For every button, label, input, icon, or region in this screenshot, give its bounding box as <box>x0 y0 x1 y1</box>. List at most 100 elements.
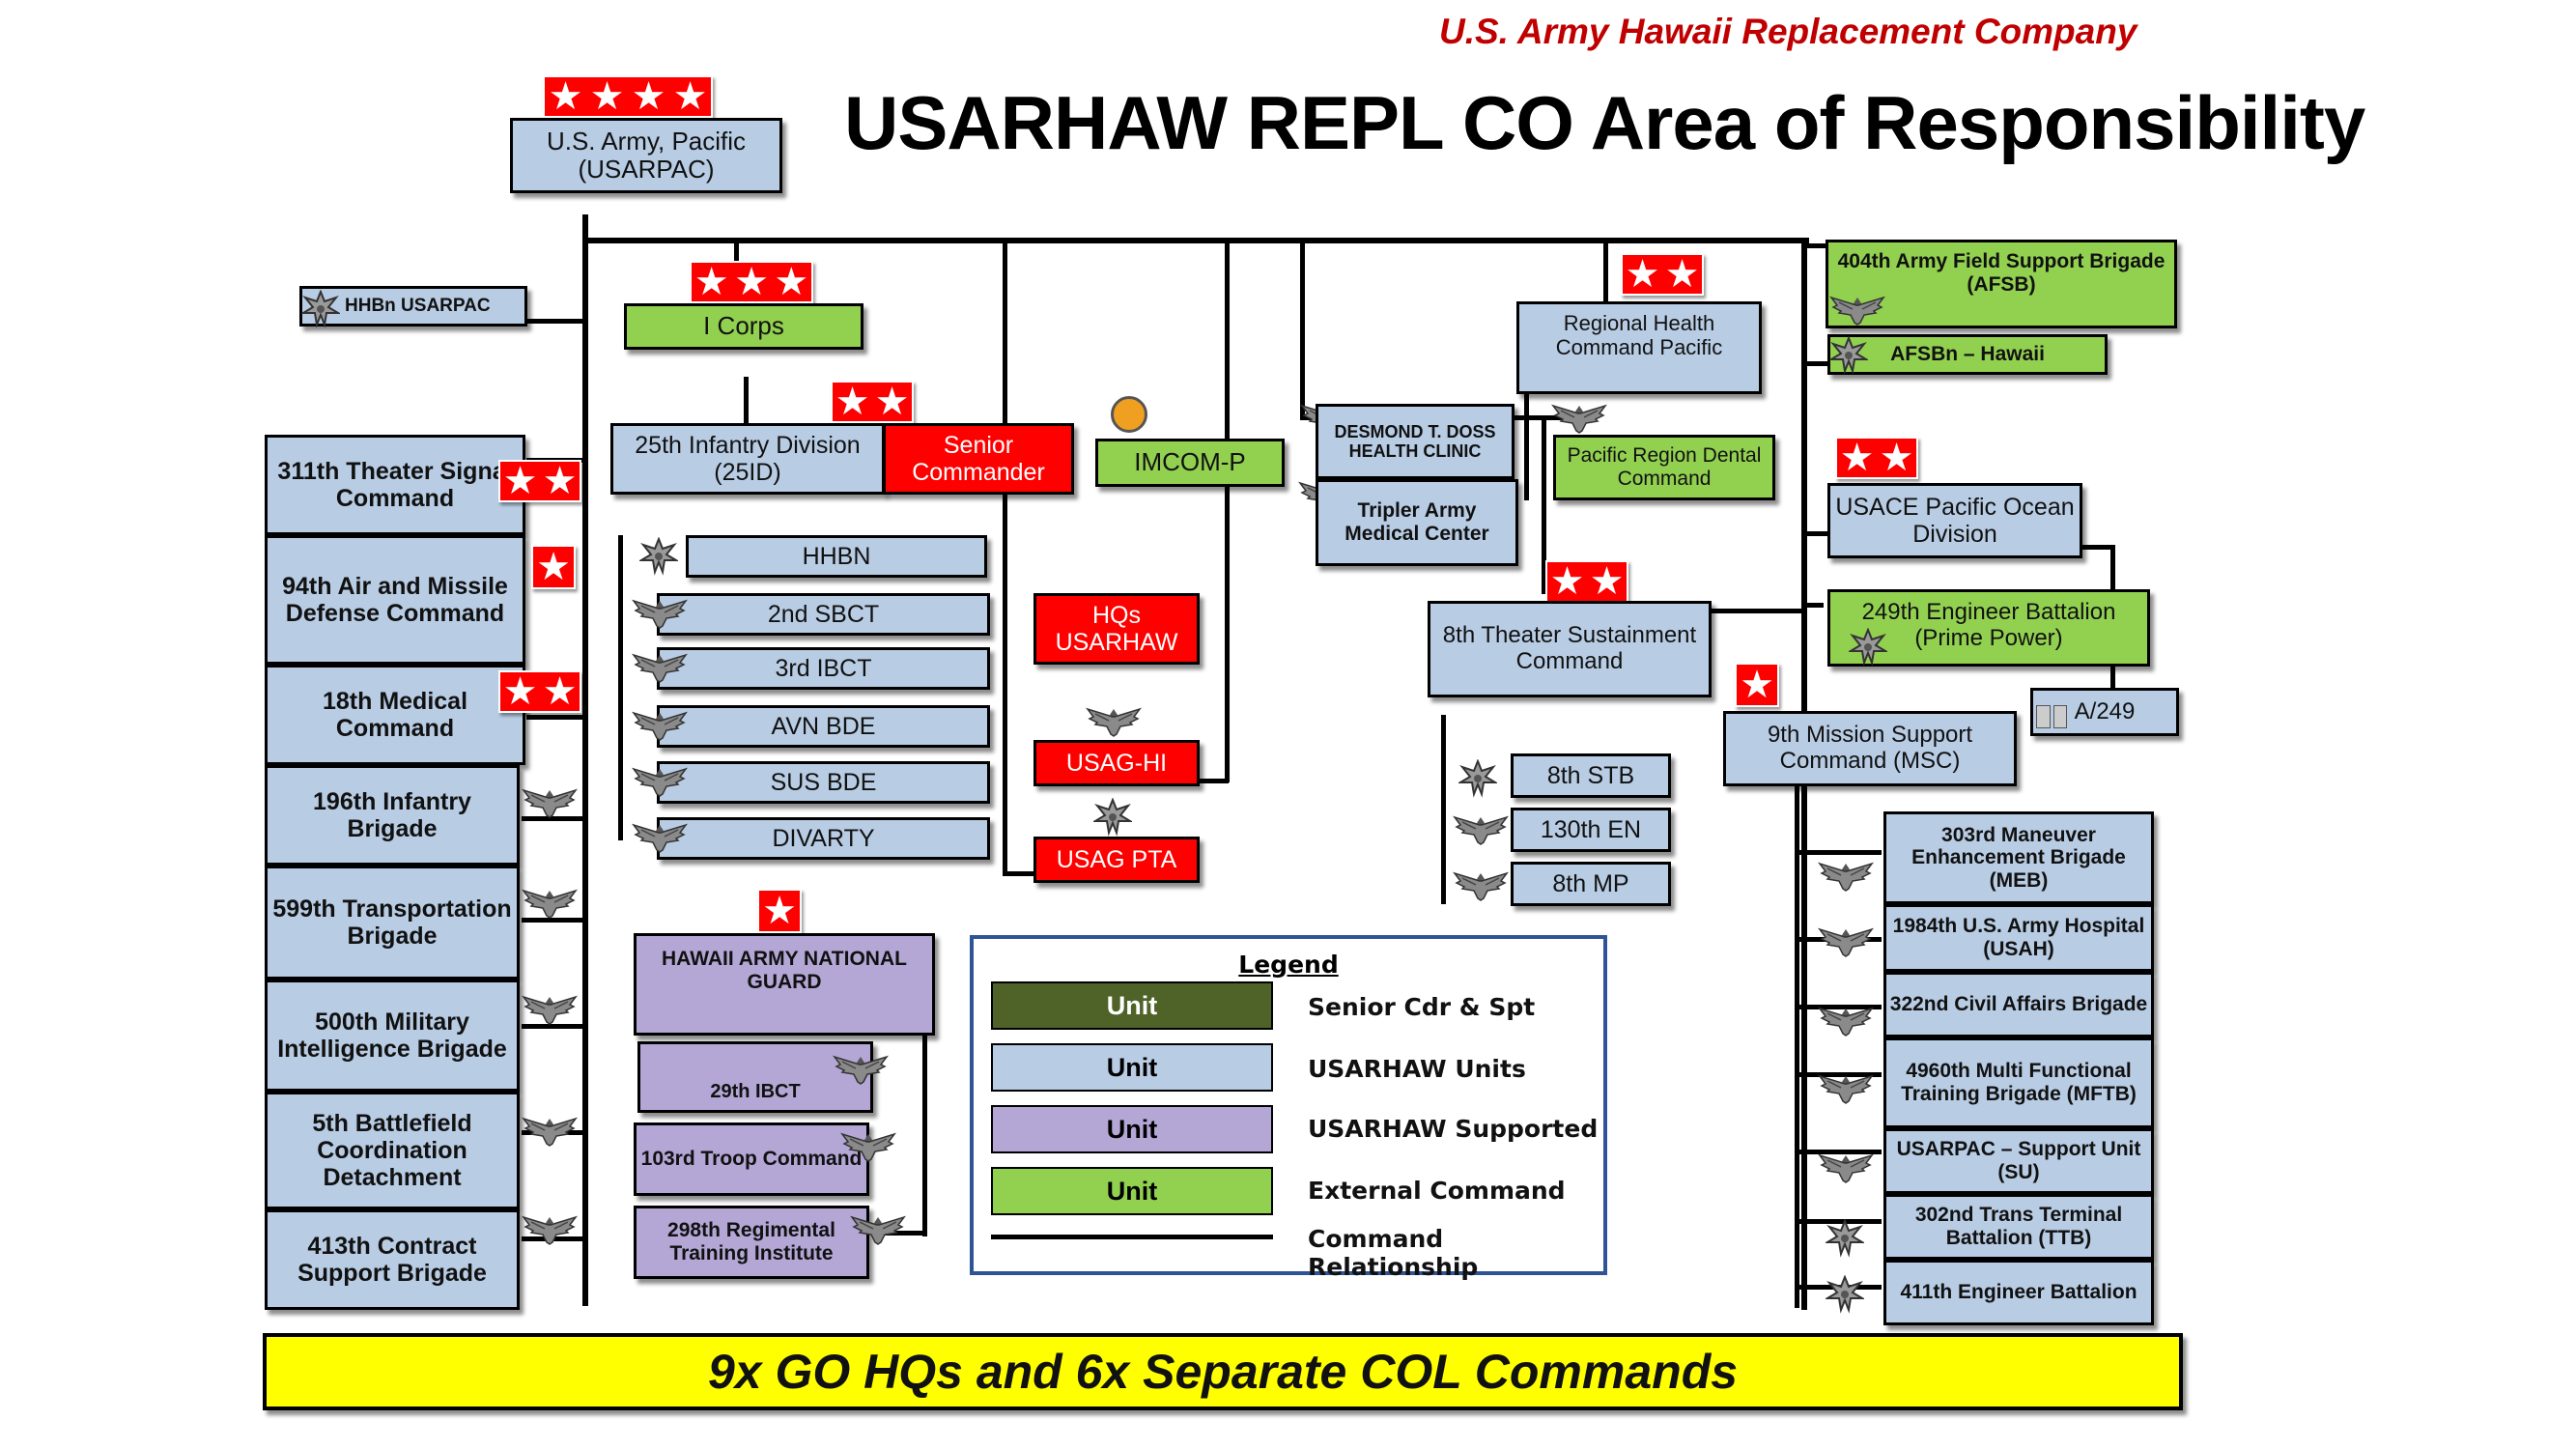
tsc311-box[interactable]: 311th Theater Signal Command <box>265 435 525 535</box>
eagle-insignia-icon <box>1819 928 1873 957</box>
med18-label: 18th Medical Command <box>322 688 468 742</box>
oak-leaf-icon <box>1850 629 1886 664</box>
connector-line <box>2110 667 2115 690</box>
mp8-label: 8th MP <box>1552 870 1629 897</box>
legend-label-usarhaw: USARHAW Units <box>1308 1055 1526 1083</box>
med18-box[interactable]: 18th Medical Command <box>265 665 525 765</box>
star-icon: ★ <box>631 75 666 118</box>
rhc-pacific-label: Regional Health Command Pacific <box>1555 311 1723 359</box>
stb8-box[interactable]: 8th STB <box>1511 753 1671 798</box>
divarty-box[interactable]: DIVARTY <box>657 817 990 860</box>
legend-box: Legend Unit Senior Cdr & Spt Unit USARHA… <box>970 935 1607 1281</box>
sbct2-box[interactable]: 2nd SBCT <box>657 593 990 636</box>
troop103-label: 103rd Troop Command <box>640 1148 863 1171</box>
eagle-insignia-icon <box>633 712 687 741</box>
eagle-insignia-icon <box>1819 1154 1873 1183</box>
summary-banner-text: 9x GO HQs and 6x Separate COL Commands <box>707 1345 1739 1399</box>
hiarng-box[interactable]: HAWAII ARMY NATIONAL GUARD <box>634 933 935 1036</box>
star-rank-2: ★★ <box>498 670 581 713</box>
su-box[interactable]: USARPAC – Support Unit (SU) <box>1883 1128 2154 1194</box>
star-icon: ★ <box>874 381 910 423</box>
ca322-box[interactable]: 322nd Civil Affairs Brigade <box>1883 972 2154 1037</box>
trans599-box[interactable]: 599th Transportation Brigade <box>265 866 520 980</box>
dental-box[interactable]: Pacific Region Dental Command <box>1553 435 1775 500</box>
en130-box[interactable]: 130th EN <box>1511 808 1671 852</box>
tsc8-box[interactable]: 8th Theater Sustainment Command <box>1428 601 1712 697</box>
msc9-box[interactable]: 9th Mission Support Command (MSC) <box>1723 711 2017 786</box>
mi500-box[interactable]: 500th Military Intelligence Brigade <box>265 980 520 1092</box>
bcd5-box[interactable]: 5th Battlefield Coordination Detachment <box>265 1092 520 1209</box>
senior-commander-box[interactable]: Senior Commander <box>883 423 1074 495</box>
connector-line <box>1804 603 1824 608</box>
hqs-usarhaw-box[interactable]: HQs USARHAW <box>1033 593 1200 665</box>
eagle-insignia-icon <box>633 768 687 797</box>
meb303-label: 303rd Maneuver Enhancement Brigade (MEB) <box>1911 823 2126 892</box>
mi500-label: 500th Military Intelligence Brigade <box>277 1009 507 1063</box>
star-icon: ★ <box>542 670 578 713</box>
star-icon: ★ <box>1740 664 1774 706</box>
imcom-p-box[interactable]: IMCOM-P <box>1095 439 1285 487</box>
amdc94-box[interactable]: 94th Air and Missile Defense Command <box>265 535 525 665</box>
star-icon: ★ <box>1839 437 1875 479</box>
ttb302-box[interactable]: 302nd Trans Terminal Battalion (TTB) <box>1883 1194 2154 1260</box>
afsb404-box[interactable]: 404th Army Field Support Brigade (AFSB) <box>1826 240 2177 328</box>
en130-label: 130th EN <box>1540 816 1642 843</box>
a249-label: A/249 <box>2074 697 2136 724</box>
usah1984-box[interactable]: 1984th U.S. Army Hospital (USAH) <box>1883 904 2154 972</box>
avn-bde-box[interactable]: AVN BDE <box>657 705 990 748</box>
mftb4960-box[interactable]: 4960th Multi Functional Training Brigade… <box>1883 1037 2154 1128</box>
imcom-p-label: IMCOM-P <box>1134 447 1246 477</box>
doss-box[interactable]: DESMOND T. DOSS HEALTH CLINIC <box>1316 404 1514 479</box>
connector-line <box>618 535 623 840</box>
connector-line <box>582 238 1809 243</box>
connector-line <box>871 1231 927 1236</box>
usarpac-box[interactable]: U.S. Army, Pacific (USARPAC) <box>510 118 782 193</box>
hiarng-label: HAWAII ARMY NATIONAL GUARD <box>662 948 907 993</box>
rhc-pacific-box[interactable]: Regional Health Command Pacific <box>1516 301 1762 394</box>
afsbn-label: AFSBn – Hawaii <box>1890 343 2045 366</box>
star-icon: ★ <box>548 75 583 118</box>
eagle-insignia-icon <box>1454 872 1508 901</box>
eagle-insignia-icon <box>523 1118 577 1147</box>
usace-box[interactable]: USACE Pacific Ocean Division <box>1827 483 2082 558</box>
usag-hi-box[interactable]: USAG-HI <box>1033 740 1200 786</box>
legend-swatch-supported: Unit <box>991 1105 1273 1153</box>
tripler-box[interactable]: Tripler Army Medical Center <box>1316 479 1518 566</box>
star-icon: ★ <box>1549 560 1585 603</box>
inf196-box[interactable]: 196th Infantry Brigade <box>265 765 520 866</box>
rti298-box[interactable]: 298th Regimental Training Institute <box>634 1206 869 1279</box>
meb303-box[interactable]: 303rd Maneuver Enhancement Brigade (MEB) <box>1883 811 2154 904</box>
afsbn-box[interactable]: AFSBn – Hawaii <box>1827 334 2108 375</box>
page-title: USARHAW REPL CO Area of Responsibility <box>844 80 2365 165</box>
connector-line <box>522 816 585 821</box>
senior-commander-label: Senior Commander <box>912 432 1045 486</box>
connector-line <box>1524 392 1529 500</box>
ibct3-box[interactable]: 3rd IBCT <box>657 647 990 690</box>
en249-box[interactable]: 249th Engineer Battalion (Prime Power) <box>1827 589 2150 667</box>
star-icon: ★ <box>1589 560 1625 603</box>
troop103-box[interactable]: 103rd Troop Command <box>634 1122 869 1196</box>
legend-line-sample <box>991 1235 1273 1239</box>
star-icon: ★ <box>835 381 870 423</box>
tsc8-label: 8th Theater Sustainment Command <box>1442 622 1697 674</box>
eagle-insignia-icon <box>1819 1075 1873 1104</box>
star-rank-2: ★★ <box>1621 253 1704 296</box>
tripler-label: Tripler Army Medical Center <box>1345 499 1489 545</box>
hhbn-box[interactable]: HHBN <box>686 535 987 578</box>
id25-box[interactable]: 25th Infantry Division (25ID) <box>610 423 885 495</box>
hhbn-usarpac-box[interactable]: HHBn USARPAC <box>299 286 527 327</box>
connector-line <box>2110 545 2115 593</box>
sus-bde-box[interactable]: SUS BDE <box>657 761 990 804</box>
ibct29-box[interactable]: 29th IBCT <box>637 1041 873 1113</box>
star-rank-2: ★★ <box>831 381 914 423</box>
usag-pta-label: USAG PTA <box>1056 846 1177 873</box>
eng411-box[interactable]: 411th Engineer Battalion <box>1883 1260 2154 1325</box>
usag-pta-box[interactable]: USAG PTA <box>1033 837 1200 883</box>
star-icon: ★ <box>589 75 625 118</box>
star-icon: ★ <box>1664 253 1700 296</box>
id25-label: 25th Infantry Division (25ID) <box>635 432 861 486</box>
mp8-box[interactable]: 8th MP <box>1511 862 1671 906</box>
i-corps-box[interactable]: I Corps <box>624 303 863 350</box>
csb413-box[interactable]: 413th Contract Support Brigade <box>265 1209 520 1310</box>
usace-label: USACE Pacific Ocean Division <box>1835 494 2075 548</box>
